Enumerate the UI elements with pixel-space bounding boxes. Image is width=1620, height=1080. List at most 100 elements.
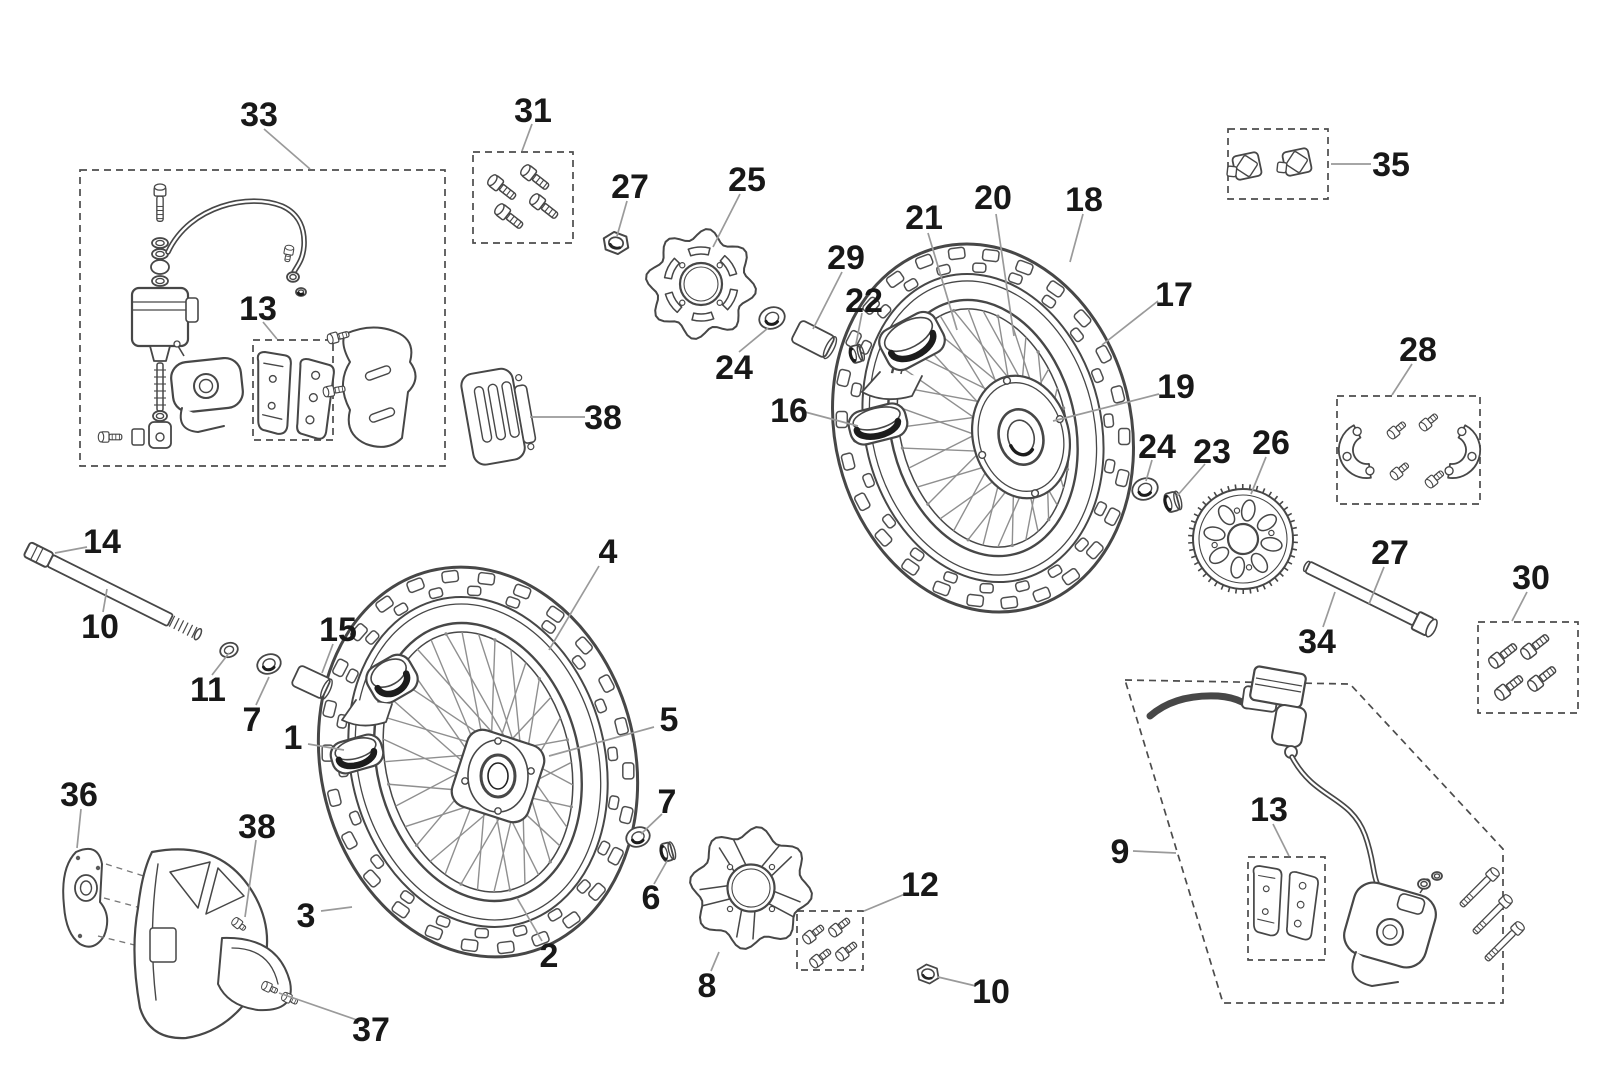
leader-line (244, 839, 257, 918)
front-axle (23, 541, 203, 641)
callout-8: 8 (698, 967, 717, 1005)
leader-line (855, 312, 863, 345)
leader-line (278, 992, 358, 1021)
leader-line (937, 976, 977, 987)
callout-4: 4 (599, 533, 618, 571)
front-brake-disc (689, 826, 813, 950)
rear-caliper-bracket (322, 326, 417, 448)
leader-line (616, 200, 628, 237)
callout-37: 37 (352, 1011, 390, 1049)
leader-line (1368, 566, 1385, 605)
leader-line (102, 588, 108, 613)
leader-line (516, 897, 543, 942)
leader-line (712, 193, 741, 248)
bolts-box-30 (1488, 634, 1557, 701)
callout-23: 23 (1193, 433, 1231, 471)
bushing-6 (659, 841, 677, 863)
leader-line (812, 271, 843, 330)
disc-guard-bracket (62, 848, 109, 948)
group-box-13-rear (252, 339, 334, 441)
front-brake-pads (1252, 865, 1319, 941)
rear-sprocket (1188, 483, 1298, 595)
callout-13b: 13 (1250, 791, 1288, 829)
callout-5: 5 (660, 701, 679, 739)
group-box-33 (79, 169, 446, 467)
leader-line (76, 808, 82, 849)
group-box-30 (1477, 621, 1579, 714)
leader-line (710, 951, 720, 972)
callout-3: 3 (297, 897, 316, 935)
callout-14: 14 (83, 523, 121, 561)
callout-28: 28 (1399, 331, 1437, 369)
disc-guard (97, 848, 292, 1040)
front-wheel (316, 565, 640, 959)
callout-10a: 10 (81, 608, 119, 646)
rear-axle-bolt (1302, 560, 1438, 638)
callout-7b: 7 (658, 783, 677, 821)
rear-brake-pads (256, 350, 335, 440)
callout-7a: 7 (243, 701, 262, 739)
leader-line (548, 565, 600, 651)
callout-25: 25 (728, 161, 766, 199)
leader-line (1322, 591, 1336, 628)
front-brake-caliper (1343, 878, 1437, 987)
callout-6: 6 (642, 879, 661, 917)
callout-16: 16 (770, 392, 808, 430)
guard-bolts-38 (231, 917, 299, 1005)
leader-line (1511, 591, 1528, 622)
leader-line (1101, 300, 1159, 346)
leader-line (521, 123, 533, 152)
leader-line (1145, 459, 1153, 482)
leader-line (1132, 850, 1177, 854)
group-box-13-front (1247, 856, 1326, 961)
callout-18: 18 (1065, 181, 1103, 219)
front-rim-locks (329, 653, 419, 775)
seal-7-axle (256, 653, 282, 675)
callout-labels: 33 13 31 27 25 24 29 22 16 38 21 20 18 1… (60, 92, 1550, 1049)
leader-line (1052, 393, 1160, 422)
callout-24a: 24 (715, 349, 753, 387)
callout-1: 1 (284, 719, 303, 757)
axle-nut-10 (916, 963, 940, 985)
rear-brake-caliper (170, 340, 244, 433)
leader-line (211, 652, 230, 676)
leader-line (548, 726, 655, 757)
leader-line (321, 643, 334, 674)
caliper-mount-bolts (1459, 867, 1525, 962)
callout-20: 20 (974, 179, 1012, 217)
callout-26: 26 (1252, 424, 1290, 462)
leader-line (320, 906, 353, 912)
leader-line (653, 860, 668, 885)
callout-31: 31 (514, 92, 552, 130)
leader-line (863, 893, 906, 912)
callout-17: 17 (1155, 276, 1193, 314)
rear-hub (970, 374, 1072, 500)
callout-10b: 10 (972, 973, 1010, 1011)
leader-line (1272, 823, 1290, 857)
callout-38b: 38 (238, 808, 276, 846)
leader-line (255, 676, 270, 706)
group-box-28 (1336, 395, 1481, 505)
rear-brake-hose (165, 198, 307, 297)
bushing-22 (848, 343, 866, 364)
hub-seal-24-left (758, 306, 786, 330)
callout-27b: 27 (1371, 534, 1409, 572)
callout-13a: 13 (239, 290, 277, 328)
rear-wheel (831, 242, 1135, 614)
group-box-35 (1227, 128, 1329, 200)
axle-spacer-29 (791, 320, 838, 360)
callout-36: 36 (60, 776, 98, 814)
callout-34: 34 (1298, 623, 1336, 661)
disc-bolts-box-12 (802, 917, 858, 969)
leader-line (640, 813, 663, 835)
leader-line (1391, 363, 1413, 396)
group-box-12 (796, 910, 864, 971)
callout-19: 19 (1157, 368, 1195, 406)
front-hub (450, 728, 546, 824)
callout-21: 21 (905, 199, 943, 237)
caliper-mount-brackets-28 (1337, 413, 1482, 489)
leader-line (995, 213, 1015, 337)
callout-38a: 38 (584, 399, 622, 437)
rear-master-cylinder (97, 183, 199, 449)
